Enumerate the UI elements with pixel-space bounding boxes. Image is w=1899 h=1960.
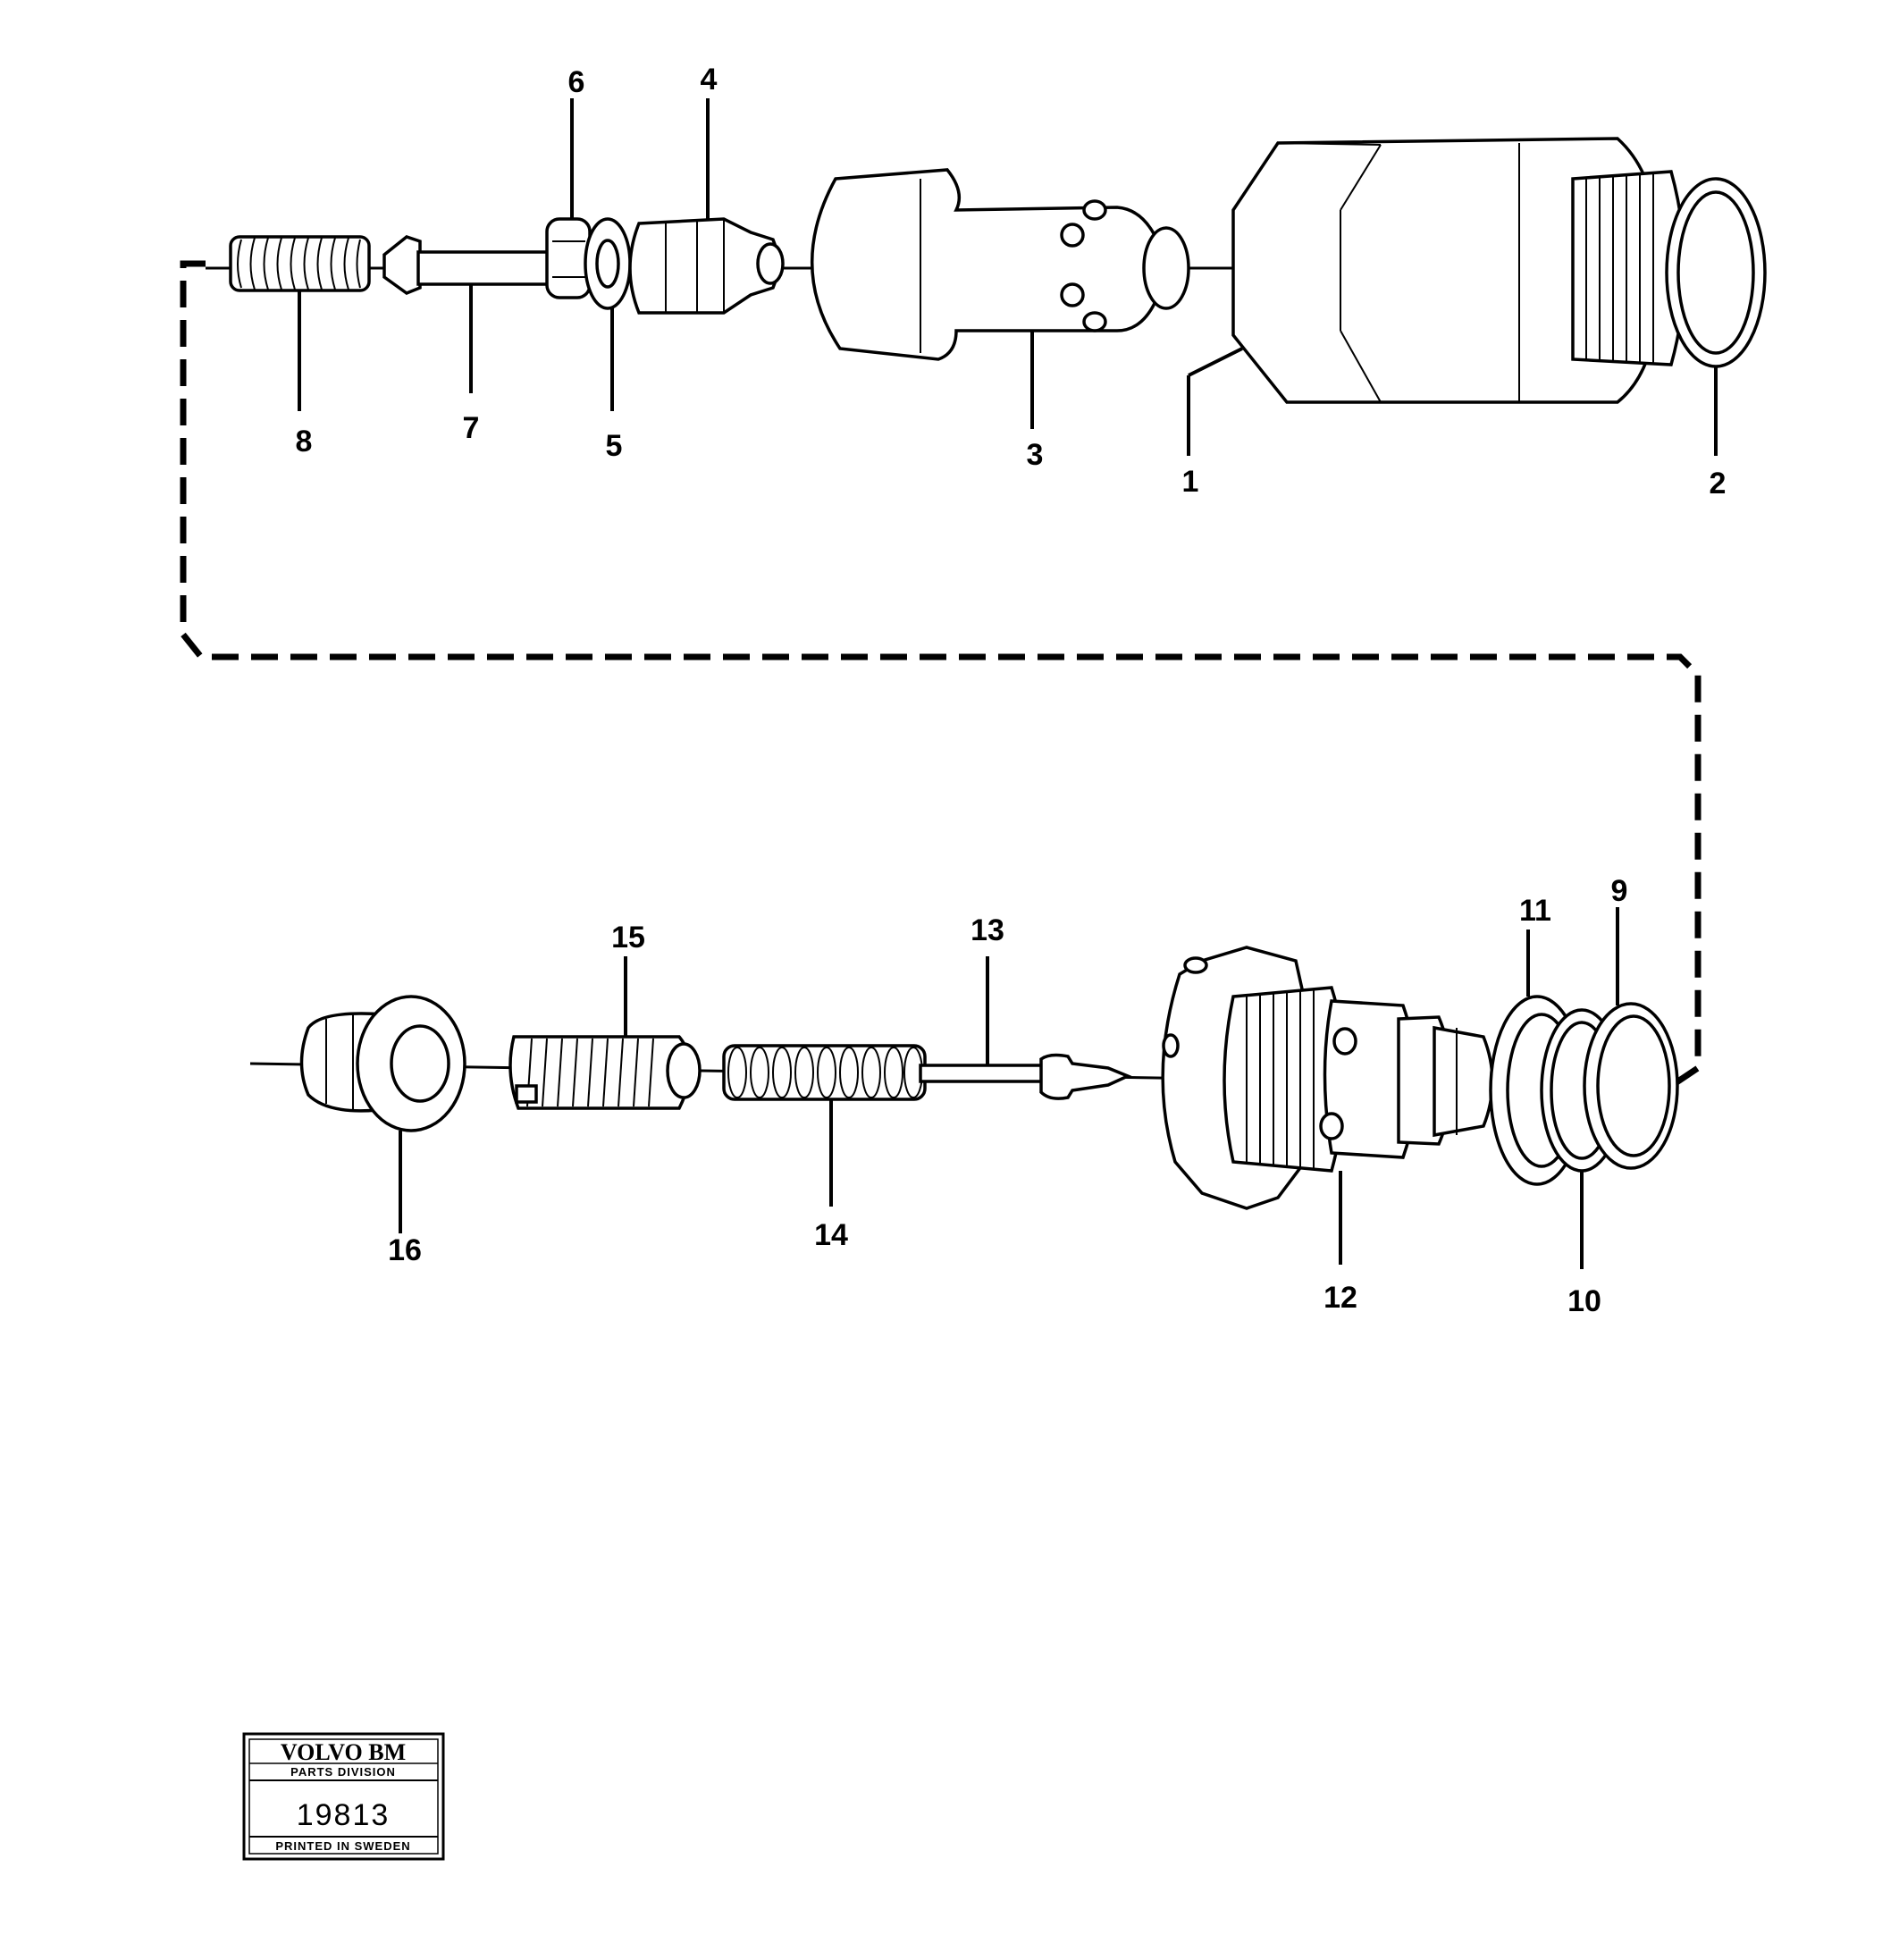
callout-12: 12 <box>1323 1281 1357 1315</box>
callout-11: 11 <box>1519 894 1551 928</box>
part-13-pilot-needle <box>919 1053 1132 1100</box>
part-5-washer <box>584 217 632 310</box>
callout-16: 16 <box>388 1233 422 1267</box>
callout-3: 3 <box>1027 438 1044 472</box>
stamp-brand: VOLVO BM <box>281 1739 406 1765</box>
callout-1: 1 <box>1182 465 1199 499</box>
callout-5: 5 <box>606 429 623 463</box>
part-14-spring <box>722 1044 927 1101</box>
callout-4: 4 <box>701 63 718 97</box>
part-12-plug-housing <box>1161 946 1494 1210</box>
callout-8: 8 <box>296 425 313 458</box>
part-9-o-ring <box>1583 1002 1679 1170</box>
callout-6: 6 <box>568 65 585 99</box>
callout-15: 15 <box>611 921 645 955</box>
stamp-number: 19813 <box>297 1798 391 1832</box>
callout-10: 10 <box>1567 1284 1601 1318</box>
callout-9: 9 <box>1611 874 1628 908</box>
dashed-connector <box>180 260 1702 1089</box>
part-15-adjusting-screw <box>508 1035 702 1110</box>
part-1-housing <box>1231 137 1686 404</box>
callout-7: 7 <box>463 411 480 445</box>
part-2-o-ring <box>1665 177 1767 368</box>
stamp-printed: PRINTED IN SWEDEN <box>275 1839 410 1853</box>
callout-14: 14 <box>814 1218 848 1252</box>
part-3-valve-sleeve <box>810 168 1190 361</box>
part-16-cap-nut <box>299 995 466 1132</box>
part-4-valve-seat <box>628 217 785 315</box>
callout-2: 2 <box>1710 467 1727 501</box>
parts-division-stamp: VOLVO BM PARTS DIVISION 19813 PRINTED IN… <box>242 1732 445 1861</box>
part-6-nut <box>545 217 592 299</box>
leader-lines <box>298 98 1718 1269</box>
part-8-spring <box>229 235 371 292</box>
callout-13: 13 <box>971 913 1004 947</box>
stamp-division: PARTS DIVISION <box>290 1765 396 1779</box>
